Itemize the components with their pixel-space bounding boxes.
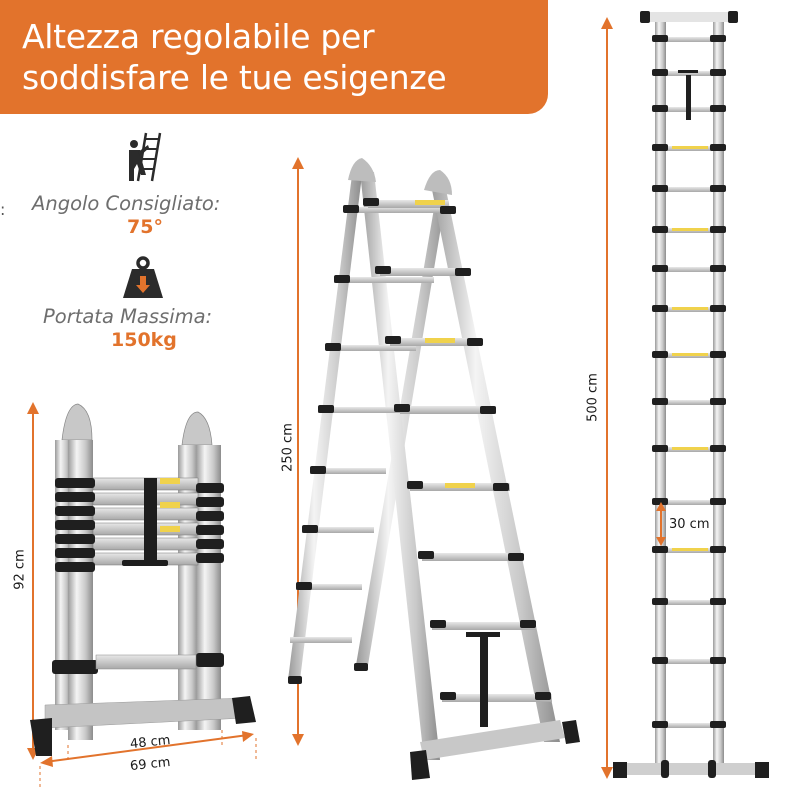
- headline-line-2: soddisfare le tue esigenze: [22, 58, 447, 97]
- a-frame-ladder: [288, 157, 580, 780]
- ladder-climber-icon: [129, 132, 162, 182]
- headline-line-1: Altezza regolabile per: [22, 17, 375, 56]
- headline-banner: Altezza regolabile per soddisfare le tue…: [0, 0, 548, 114]
- recommended-angle-label: Angolo Consigliato:: [32, 192, 221, 215]
- straight-height-label: 500 cm: [585, 373, 601, 422]
- recommended-angle-value: 75°: [127, 216, 163, 238]
- rung-spacing-label: 30 cm: [669, 517, 710, 532]
- straight-ladder: [601, 11, 769, 779]
- folded-height-label: 92 cm: [12, 549, 28, 590]
- max-load-value: 150kg: [111, 329, 177, 351]
- max-load-label: Portata Massima:: [43, 305, 213, 328]
- a-frame-height-label: 250 cm: [280, 423, 296, 472]
- folded-ladder: [27, 402, 257, 790]
- stray-colon: :: [0, 200, 6, 219]
- weight-icon: [123, 256, 163, 298]
